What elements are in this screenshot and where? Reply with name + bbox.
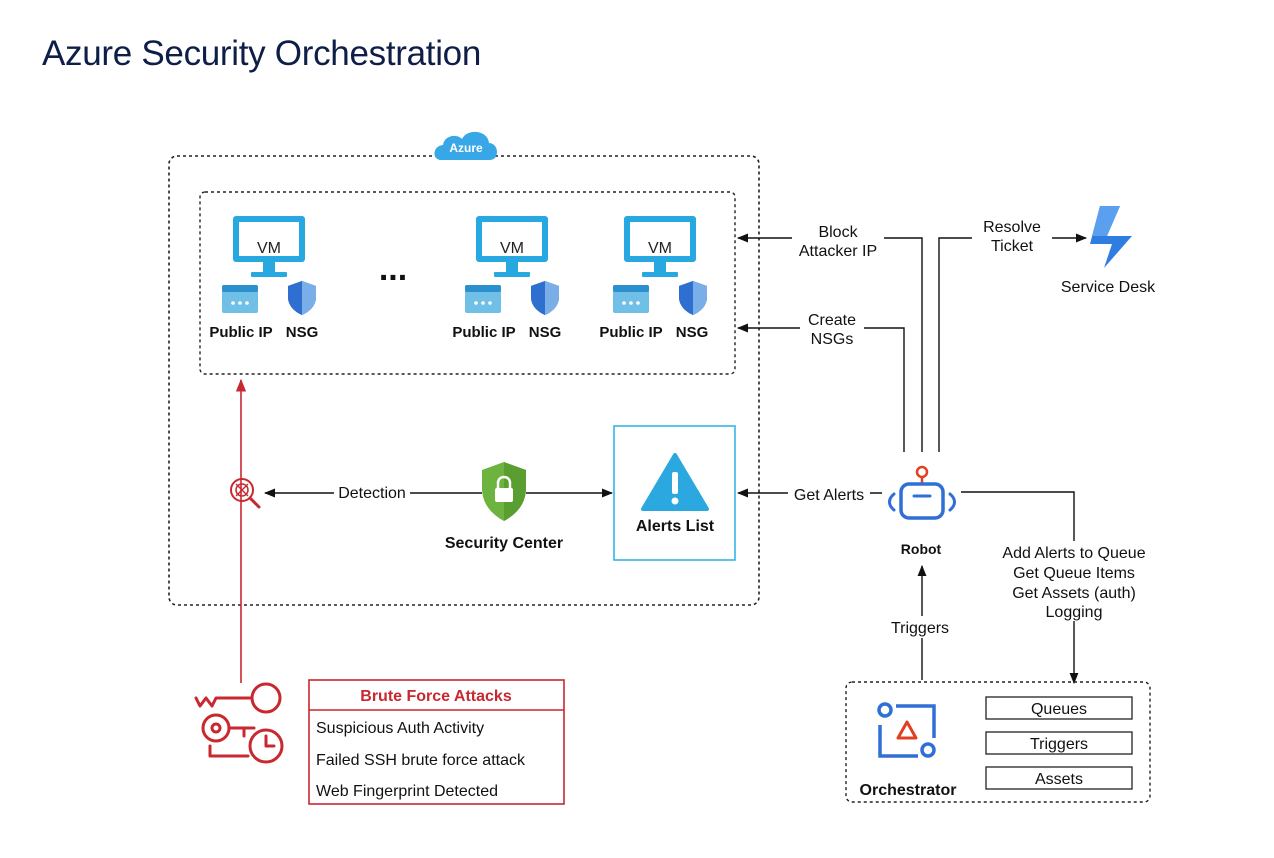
orchestrator-item-label: Triggers <box>1030 736 1088 753</box>
keys-icon <box>194 682 284 764</box>
alerts-list-label: Alerts List <box>636 518 715 535</box>
orchestrator-item-label: Queues <box>1031 701 1087 718</box>
nsg-label: NSG <box>286 324 319 341</box>
public-ip-icon <box>465 285 501 313</box>
page-title: Azure Security Orchestration <box>42 34 481 73</box>
vm-3: VM Public IP NSG <box>599 216 708 341</box>
resolve-label-line2: Ticket <box>991 238 1034 255</box>
create-label-line2: NSGs <box>811 331 854 348</box>
orchestrator-item-queues: Queues <box>985 696 1133 720</box>
nsg-shield-icon <box>679 281 707 315</box>
triggers-flow-label: Triggers <box>891 620 949 637</box>
public-ip-icon <box>222 285 258 313</box>
vm-label: VM <box>648 240 672 257</box>
security-center-icon <box>482 462 526 521</box>
get-alerts-label: Get Alerts <box>794 487 864 504</box>
robot-label: Robot <box>901 541 942 557</box>
block-label-line1: Block <box>818 224 858 241</box>
threat-detection-icon <box>230 478 261 509</box>
public-ip-label: Public IP <box>452 324 515 341</box>
detection-label: Detection <box>338 485 406 502</box>
azure-cloud-icon: Azure <box>434 131 498 160</box>
task-label-1: Add Alerts to Queue <box>1002 545 1145 562</box>
create-label-line1: Create <box>808 312 856 329</box>
block-label-line2: Attacker IP <box>799 243 877 260</box>
nsg-label: NSG <box>529 324 562 341</box>
task-label-2: Get Queue Items <box>1013 565 1135 582</box>
create-nsgs-arrow <box>736 323 905 452</box>
azure-cloud-label: Azure <box>449 141 483 155</box>
brute-force-item: Web Fingerprint Detected <box>316 783 498 800</box>
resolve-ticket-arrow <box>938 233 1088 452</box>
brute-force-title: Brute Force Attacks <box>360 688 512 705</box>
orchestrator-label: Orchestrator <box>860 782 957 799</box>
orchestrator-boundary <box>845 681 1151 803</box>
vm-label: VM <box>500 240 524 257</box>
orchestrator-icon <box>877 702 936 758</box>
alert-warning-icon <box>641 453 709 511</box>
vm-group-boundary <box>199 191 736 375</box>
vm-label: VM <box>257 240 281 257</box>
nsg-shield-icon <box>288 281 316 315</box>
public-ip-icon <box>613 285 649 313</box>
resolve-label-line1: Resolve <box>983 219 1041 236</box>
security-center-label: Security Center <box>445 535 563 552</box>
robot-icon <box>888 465 956 520</box>
brute-force-item: Failed SSH brute force attack <box>316 752 526 769</box>
orchestrator-item-triggers: Triggers <box>985 731 1133 755</box>
nsg-label: NSG <box>676 324 709 341</box>
public-ip-label: Public IP <box>599 324 662 341</box>
vm-1: VM Public IP NSG <box>209 216 318 341</box>
task-label-4: Logging <box>1046 604 1103 621</box>
orchestrator-item-label: Assets <box>1035 771 1083 788</box>
brute-force-item: Suspicious Auth Activity <box>316 720 484 737</box>
service-desk-icon <box>1090 206 1132 268</box>
public-ip-label: Public IP <box>209 324 272 341</box>
brute-force-table: Brute Force Attacks Suspicious Auth Acti… <box>308 679 565 805</box>
ellipsis: ... <box>379 250 407 288</box>
service-desk-label: Service Desk <box>1061 279 1156 296</box>
nsg-shield-icon <box>531 281 559 315</box>
vm-2: VM Public IP NSG <box>452 216 561 341</box>
task-label-3: Get Assets (auth) <box>1012 585 1136 602</box>
orchestrator-item-assets: Assets <box>985 766 1133 790</box>
